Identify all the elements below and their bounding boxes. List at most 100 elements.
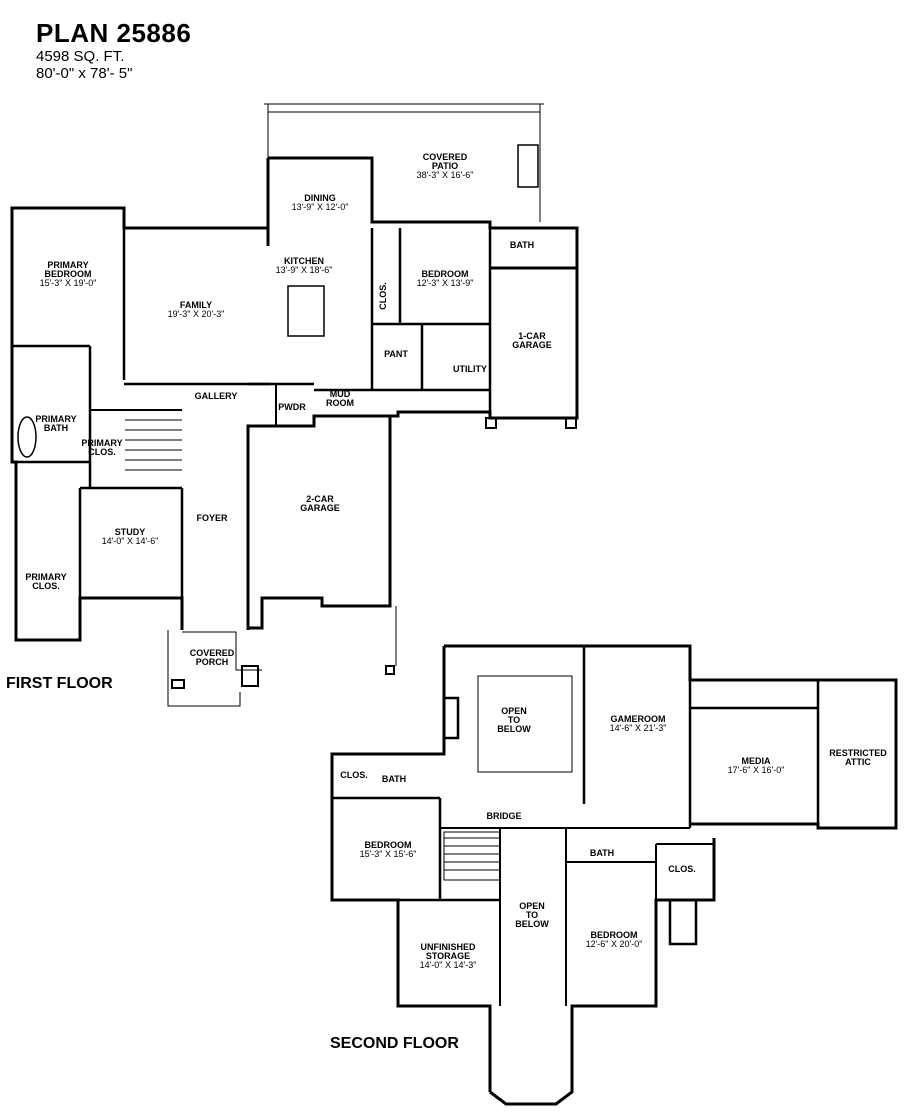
second-floor-outer-wall	[489, 838, 716, 1106]
room-label-bath-second-2: BATH	[590, 848, 614, 858]
room-name: PATIO	[432, 161, 458, 171]
room-label-foyer: FOYER	[196, 513, 228, 523]
plan-title: PLAN 25886	[36, 18, 192, 48]
porch-column	[171, 679, 185, 689]
room-name: BEDROOM	[422, 269, 469, 279]
room-name: BEDROOM	[365, 840, 412, 850]
porch-outline	[182, 631, 262, 671]
room-name: BRIDGE	[486, 811, 521, 821]
room-label-clos-second-1: CLOS.	[340, 770, 368, 780]
patio-fireplace	[517, 144, 539, 188]
room-dimensions: 12'-3" X 13'-9"	[417, 278, 474, 288]
room-name: STORAGE	[426, 951, 470, 961]
overall-dimensions: 80'-0" x 78'- 5"	[36, 65, 133, 82]
room-name: ATTIC	[845, 757, 871, 767]
room-name: BATH	[382, 774, 406, 784]
open-to-below-void	[477, 675, 573, 773]
room-label-bath-second-1: BATH	[382, 774, 406, 784]
room-name: PRIMARY	[81, 438, 122, 448]
room-name: ROOM	[326, 398, 354, 408]
first-floor-label: FIRST FLOOR	[6, 675, 113, 692]
room-name: PANT	[384, 349, 408, 359]
room-name: BELOW	[497, 724, 531, 734]
second-floor-outer-wall	[330, 646, 492, 1092]
room-name: FAMILY	[180, 300, 212, 310]
square-footage: 4598 SQ. FT.	[36, 48, 125, 65]
second-bump-right	[668, 898, 698, 946]
room-name: COVERED	[190, 648, 235, 658]
room-name: PWDR	[278, 402, 306, 412]
room-name: BELOW	[515, 919, 549, 929]
room-name: BATH	[44, 423, 68, 433]
room-name: FOYER	[196, 513, 228, 523]
room-name: GARAGE	[512, 340, 552, 350]
room-label-pant: PANT	[384, 349, 408, 359]
room-name: TO	[508, 715, 520, 725]
room-name: MUD	[330, 389, 351, 399]
room-name: GALLERY	[195, 391, 238, 401]
second-floor-outer-wall	[444, 644, 898, 830]
second-floor-label: SECOND FLOOR	[330, 1035, 459, 1052]
room-name: GARAGE	[300, 503, 340, 513]
room-name: BATH	[510, 240, 534, 250]
room-name: UTILITY	[453, 364, 487, 374]
garage-post	[385, 665, 395, 675]
garage-2car-wall	[248, 414, 398, 630]
second-bump-out	[442, 696, 460, 740]
room-label-pwdr: PWDR	[278, 402, 306, 412]
room-dimensions: 17'-6" X 16'-0"	[728, 765, 785, 775]
room-name: STUDY	[115, 527, 146, 537]
room-name: GAMEROOM	[611, 714, 666, 724]
room-name: 1-CAR	[518, 331, 546, 341]
room-name: PRIMARY	[25, 572, 66, 582]
room-name: 2-CAR	[306, 494, 334, 504]
room-name: PRIMARY	[35, 414, 76, 424]
room-dimensions: 13'-9" X 12'-0"	[292, 202, 349, 212]
room-name: PORCH	[196, 657, 229, 667]
first-floor-outer-wall	[246, 268, 579, 630]
room-name: OPEN	[519, 901, 545, 911]
first-floor-outer-wall	[268, 156, 579, 270]
room-name: MEDIA	[742, 756, 772, 766]
room-name: BEDROOM	[45, 269, 92, 279]
garage1-post	[565, 417, 577, 429]
second-stairs	[443, 831, 501, 881]
room-dimensions: 38'-3" X 16'-6"	[417, 170, 474, 180]
room-name: RESTRICTED	[829, 748, 887, 758]
room-dimensions: 13'-9" X 18'-6"	[276, 265, 333, 275]
room-name: KITCHEN	[284, 256, 324, 266]
plan-header: PLAN 25886 4598 SQ. FT. 80'-0" x 78'- 5"	[36, 18, 191, 82]
room-name: DINING	[304, 193, 336, 203]
room-dimensions: 12'-6" X 20'-0"	[586, 939, 643, 949]
room-name: COVERED	[423, 152, 468, 162]
porch-column	[241, 665, 259, 687]
room-name: BEDROOM	[591, 930, 638, 940]
room-label-bridge: BRIDGE	[486, 811, 521, 821]
room-name: CLOS.	[668, 864, 696, 874]
room-name: PRIMARY	[47, 260, 88, 270]
room-dimensions: 15'-3" X 15'-6"	[360, 849, 417, 859]
kitchen-island	[287, 285, 325, 337]
room-label-clos-second-2: CLOS.	[668, 864, 696, 874]
room-name: CLOS.	[32, 581, 60, 591]
